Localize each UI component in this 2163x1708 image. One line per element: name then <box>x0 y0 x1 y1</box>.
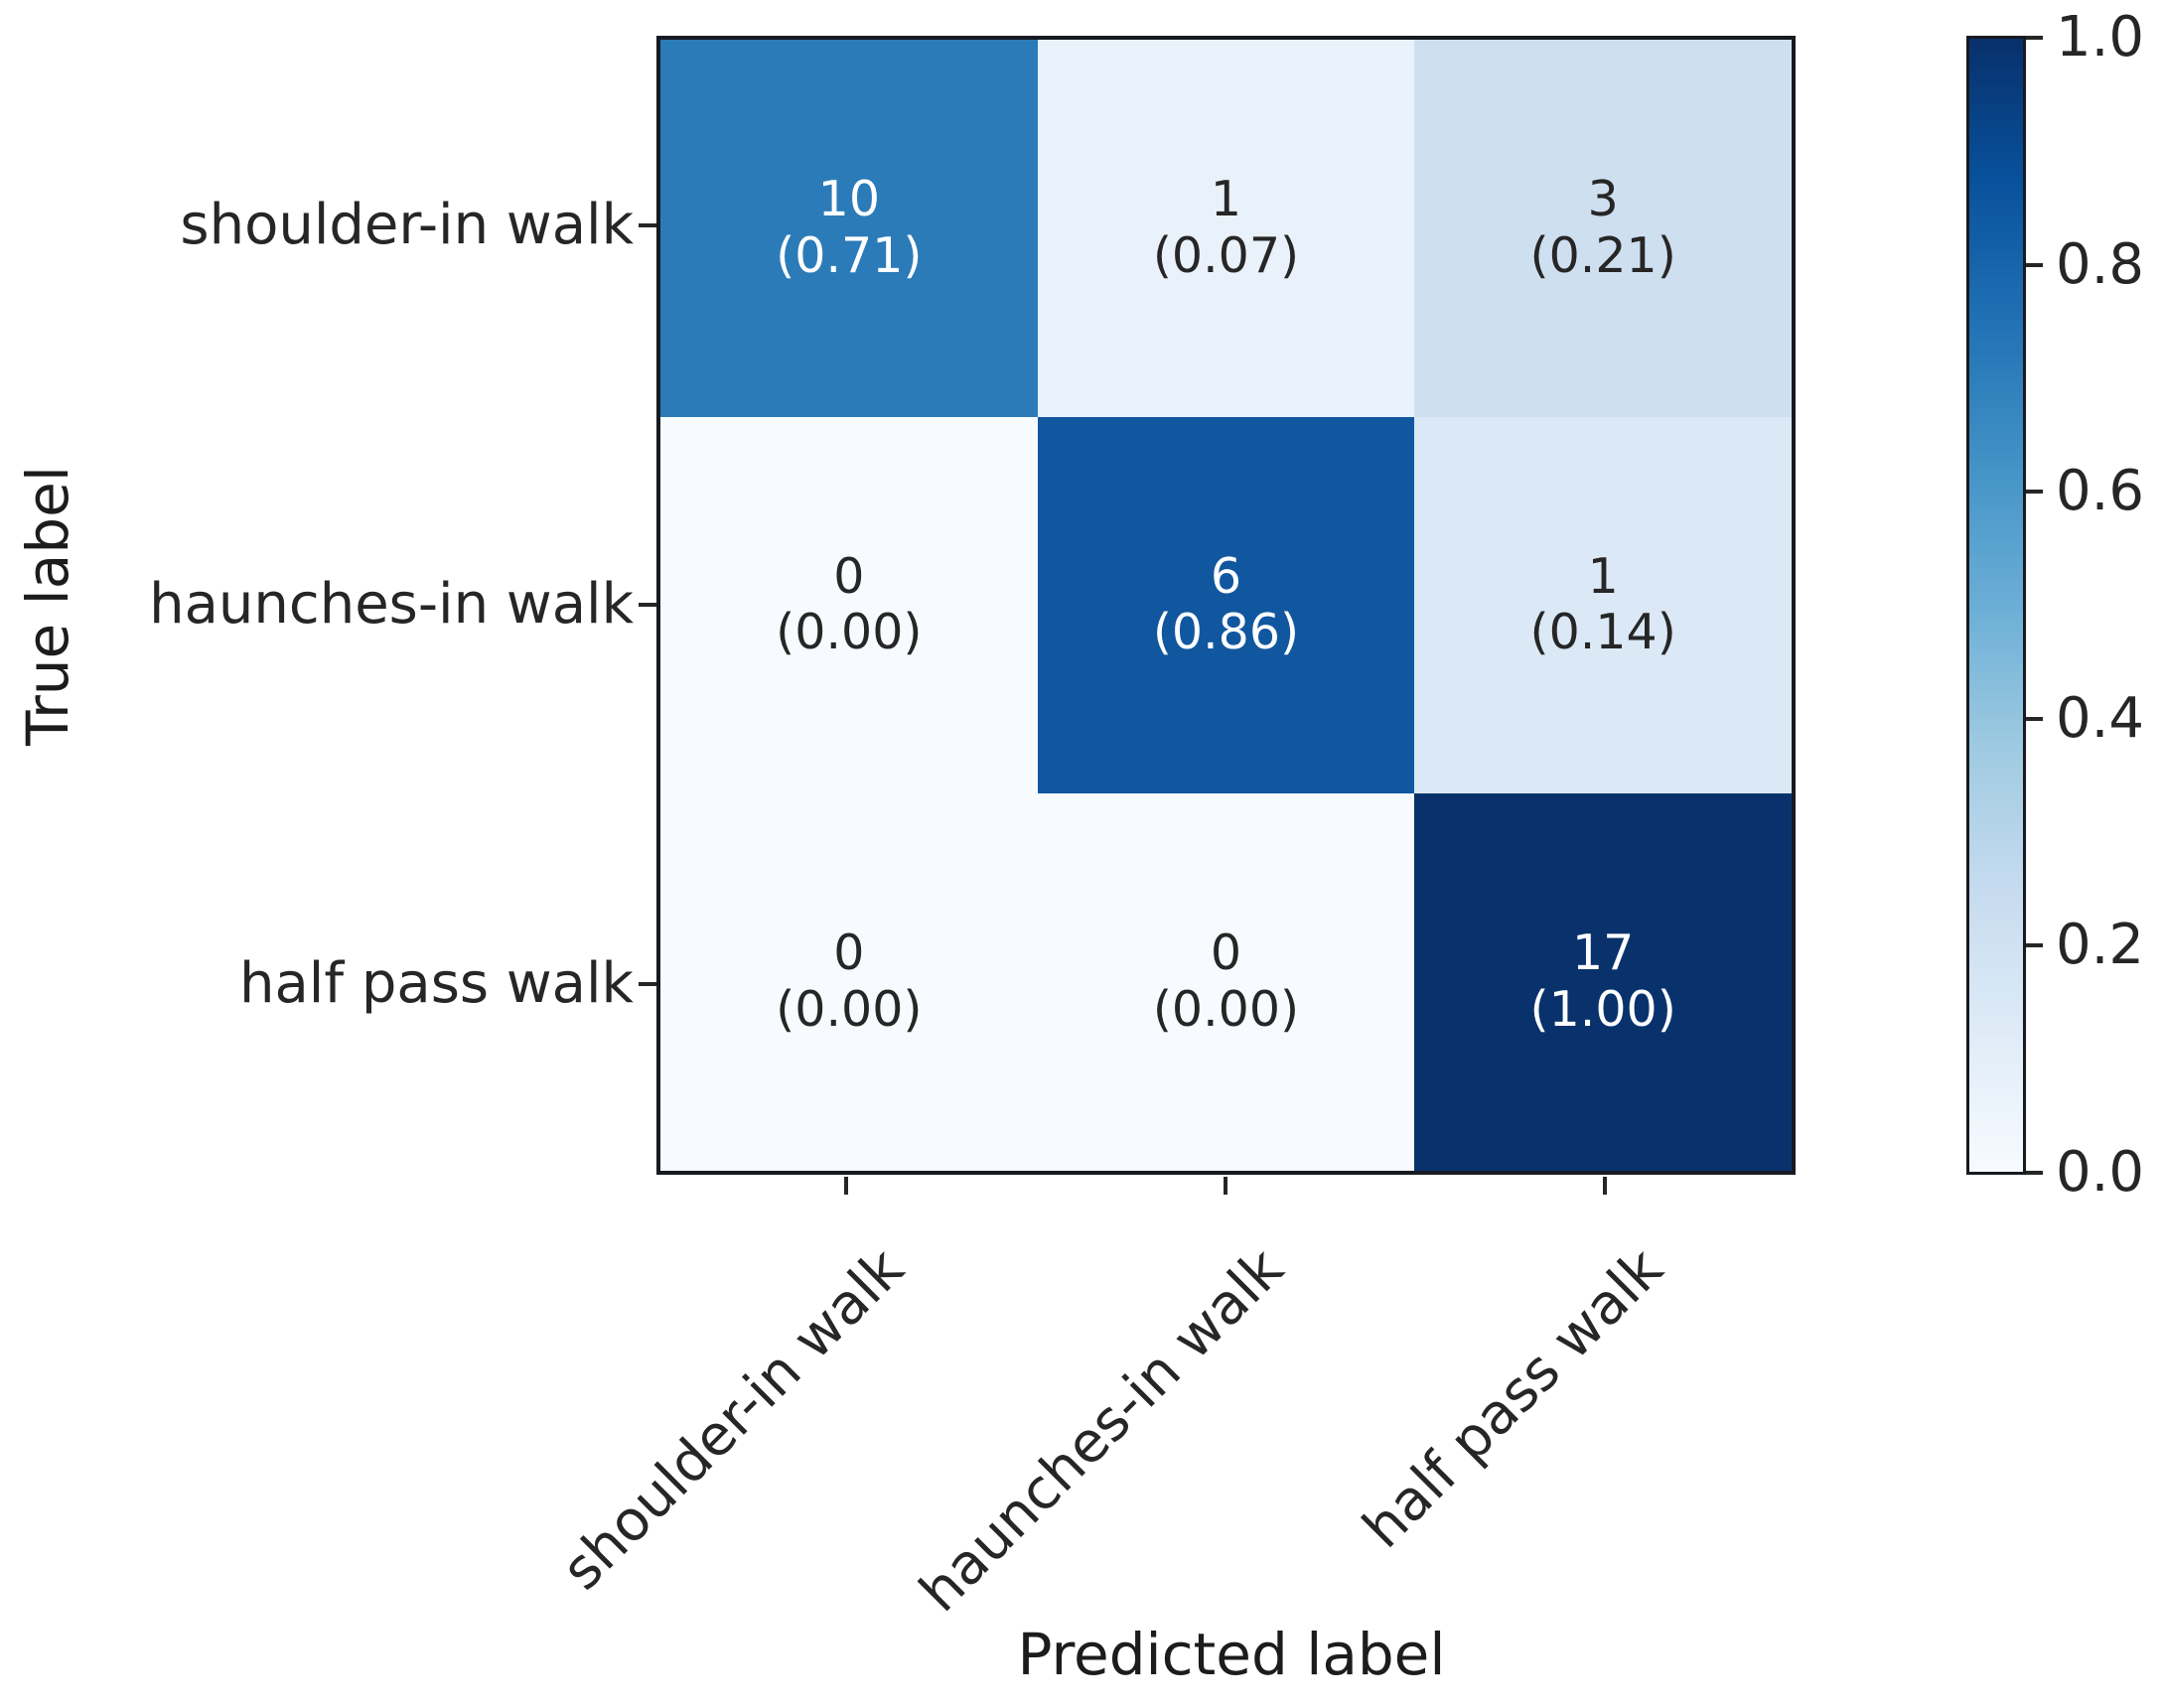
colorbar-gradient <box>1966 36 2026 1175</box>
heatmap-cell-r0c2: 3 (0.21) <box>1414 40 1792 417</box>
heatmap-cell-r2c0: 0 (0.00) <box>660 793 1038 1171</box>
heatmap-cell-r0c0: 10 (0.71) <box>660 40 1038 417</box>
y-tick-mark <box>639 982 656 986</box>
x-tick-mark <box>1224 1177 1227 1195</box>
heatmap-cell-r1c2: 1 (0.14) <box>1414 416 1792 794</box>
cell-count: 6 <box>1210 547 1242 605</box>
cell-proportion: (0.14) <box>1529 604 1676 661</box>
colorbar-tick-label-0.6: 0.6 <box>2056 459 2145 523</box>
cell-proportion: (0.21) <box>1529 226 1676 284</box>
cell-count: 0 <box>833 547 865 605</box>
x-tick-label-haunches-in-walk: haunches-in walk <box>908 1236 1296 1625</box>
cell-count: 10 <box>817 171 880 227</box>
y-tick-label-half-pass-walk: half pass walk <box>238 951 634 1016</box>
cell-proportion: (0.86) <box>1152 604 1300 661</box>
x-tick-label-shoulder-in-walk: shoulder-in walk <box>550 1236 917 1603</box>
y-tick-mark <box>639 603 656 607</box>
heatmap-cell-r1c1: 6 (0.86) <box>1037 416 1415 794</box>
cell-count: 17 <box>1571 925 1635 982</box>
cell-count: 0 <box>833 925 865 982</box>
cell-count: 0 <box>1210 925 1242 982</box>
x-tick-mark <box>1603 1177 1607 1195</box>
heatmap-cell-r1c0: 0 (0.00) <box>660 416 1038 794</box>
cell-proportion: (0.00) <box>776 981 923 1039</box>
colorbar-tick-mark <box>2026 943 2043 947</box>
cell-count: 1 <box>1587 547 1619 605</box>
y-tick-mark <box>639 223 656 227</box>
colorbar-tick-label-0.4: 0.4 <box>2056 686 2145 751</box>
cell-count: 1 <box>1210 171 1242 227</box>
colorbar-tick-mark <box>2026 717 2043 721</box>
cell-proportion: (0.00) <box>776 604 923 661</box>
colorbar-tick-mark <box>2026 36 2043 40</box>
heatmap-matrix: 10 (0.71) 1 (0.07) 3 (0.21) 0 (0.00) 6 (… <box>656 36 1796 1175</box>
heatmap-cell-r2c2: 17 (1.00) <box>1414 793 1792 1171</box>
colorbar-tick-label-0.0: 0.0 <box>2056 1140 2145 1205</box>
colorbar-tick-label-1.0: 1.0 <box>2056 5 2145 70</box>
cell-proportion: (0.71) <box>776 226 923 284</box>
cell-proportion: (0.07) <box>1152 226 1300 284</box>
colorbar-tick-label-0.2: 0.2 <box>2056 913 2145 977</box>
colorbar-tick-mark <box>2026 1171 2043 1175</box>
cell-proportion: (0.00) <box>1152 981 1300 1039</box>
x-tick-mark <box>844 1177 848 1195</box>
colorbar-tick-mark <box>2026 490 2043 494</box>
cell-count: 3 <box>1587 171 1619 227</box>
colorbar-tick-mark <box>2026 263 2043 267</box>
y-tick-label-shoulder-in-walk: shoulder-in walk <box>180 193 634 257</box>
x-tick-label-half-pass-walk: half pass walk <box>1351 1236 1675 1561</box>
colorbar-tick-label-0.8: 0.8 <box>2056 232 2145 297</box>
heatmap-cell-r2c1: 0 (0.00) <box>1037 793 1415 1171</box>
y-tick-label-haunches-in-walk: haunches-in walk <box>149 572 634 637</box>
heatmap-cell-r0c1: 1 (0.07) <box>1037 40 1415 417</box>
cell-proportion: (1.00) <box>1529 981 1676 1039</box>
x-axis-title: Predicted label <box>1017 1621 1446 1688</box>
